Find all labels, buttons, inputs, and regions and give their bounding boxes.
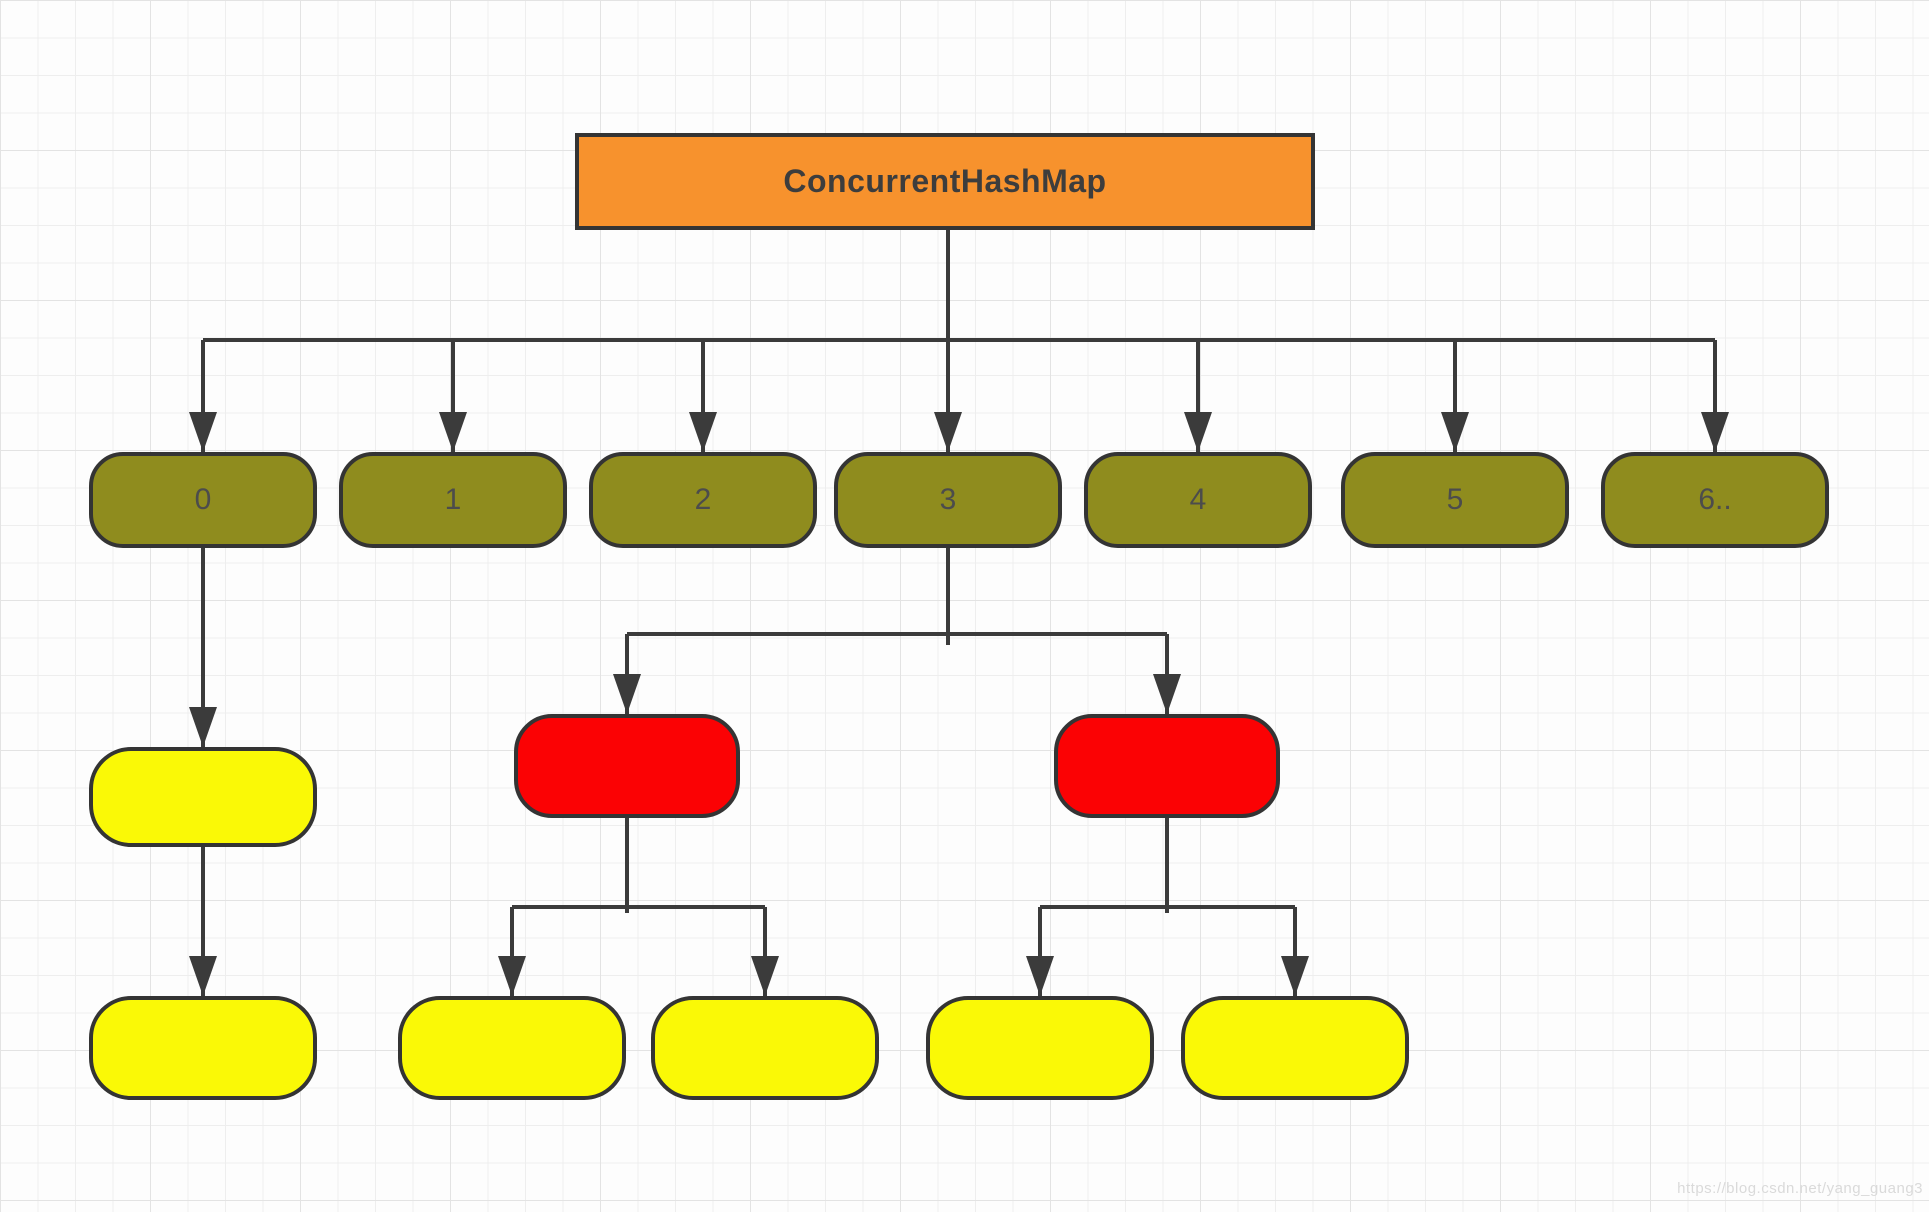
bucket-node-2: 2 [589,452,817,548]
list-node-bucket0-1 [89,747,317,847]
tree-node-right [1054,714,1280,818]
list-node-bucket0-2 [89,996,317,1100]
bucket-node-1: 1 [339,452,567,548]
bucket-node-label: 3 [939,483,957,516]
bucket-node-label: 0 [194,483,212,516]
bucket-node-3: 3 [834,452,1062,548]
bucket-node-label: 5 [1446,483,1464,516]
tree-node-left [514,714,740,818]
bucket-node-label: 6.. [1698,483,1732,516]
leaf-node-1 [398,996,626,1100]
bucket-node-4: 4 [1084,452,1312,548]
root-node-label: ConcurrentHashMap [783,163,1107,199]
bucket-node-5: 5 [1341,452,1569,548]
bucket-node-label: 1 [444,483,462,516]
bucket-node-0: 0 [89,452,317,548]
root-node: ConcurrentHashMap [575,133,1315,230]
bucket-node-label: 4 [1189,483,1207,516]
leaf-node-4 [1181,996,1409,1100]
bucket-node-6: 6.. [1601,452,1829,548]
bucket-node-label: 2 [694,483,712,516]
leaf-node-3 [926,996,1154,1100]
leaf-node-2 [651,996,879,1100]
watermark-text: https://blog.csdn.net/yang_guang3 [1677,1180,1923,1197]
